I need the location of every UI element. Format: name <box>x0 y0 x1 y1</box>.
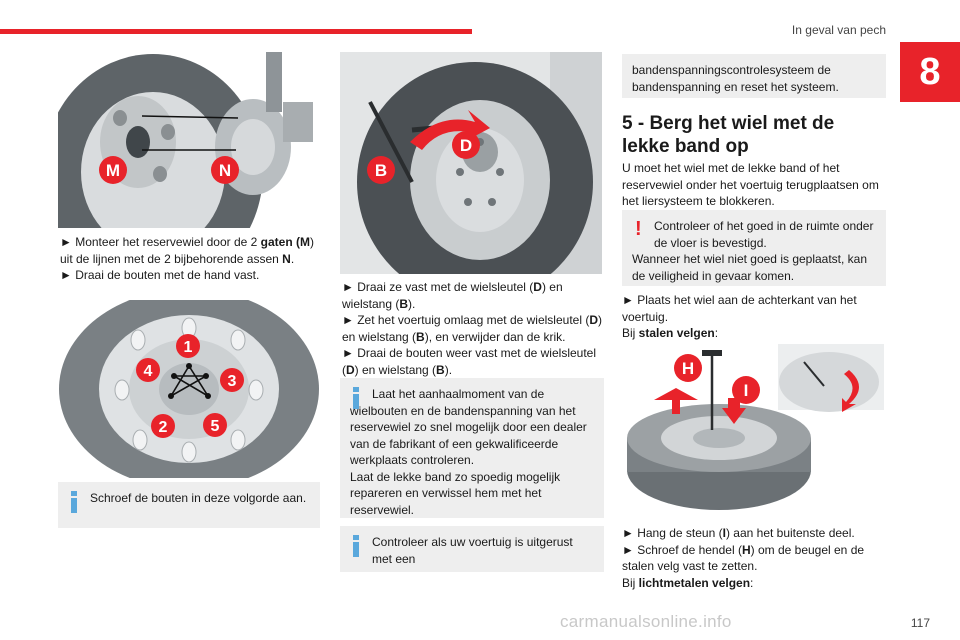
label-b: B <box>375 161 387 180</box>
info-note-torque-line2: Laat de lekke band zo spoedig mogelijk r… <box>350 469 561 517</box>
info-note-tpms: Controleer als uw voertuig is uitgerust … <box>340 526 604 572</box>
steps-stow: ► Hang de steun (I) aan het buitenste de… <box>622 525 886 591</box>
label-d: D <box>460 136 472 155</box>
bolt-label-1: 1 <box>184 339 193 356</box>
bolt-label-3: 3 <box>228 373 237 390</box>
section-heading: 5 - Berg het wiel met de lekke band op <box>622 113 835 157</box>
label-i: I <box>744 381 749 400</box>
label-n: N <box>219 161 231 180</box>
warning-line2: Wanneer het wiel niet goed is geplaatst,… <box>632 252 868 283</box>
step-place: ► Plaats het wiel aan de achterkant van … <box>622 292 886 342</box>
step-stow-1: ► Hang de steun (I) aan het buitenste de… <box>622 526 855 540</box>
label-h: H <box>682 359 694 378</box>
figure-mount-spare-wheel: M N <box>58 52 320 228</box>
info-note-tpms-continued-text: bandenspanningscontrolesysteem de banden… <box>632 63 839 94</box>
header-accent-bar <box>0 29 472 34</box>
step-tighten-1: ► Draai ze vast met de wielsleutel (D) e… <box>342 280 563 311</box>
steps-tighten: ► Draai ze vast met de wielsleutel (D) e… <box>342 279 604 378</box>
step-place-text: ► Plaats het wiel aan de achterkant van … <box>622 293 857 324</box>
figure-stow-wheel: H I <box>624 342 886 514</box>
step-tighten-3: ► Draai de bouten weer vast met de wiels… <box>342 346 597 377</box>
alloy-wheels-label: Bij lichtmetalen velgen: <box>622 575 754 590</box>
info-icon <box>350 387 362 409</box>
step-mount-2: ► Draai de bouten met de hand vast. <box>60 268 260 282</box>
info-icon <box>68 491 80 513</box>
bolt-label-2: 2 <box>159 419 168 436</box>
step-stow-2: ► Schroef de hendel (H) om de beugel en … <box>622 542 865 574</box>
step-mount-1-mid: ) uit de lijnen met de 2 bijbehorende as… <box>60 235 314 266</box>
info-icon <box>350 535 362 557</box>
watermark: carmanualsonline.info <box>560 612 732 631</box>
warning-line1: Controleer of het goed in de ruimte onde… <box>654 219 874 250</box>
step-mount-1-bold: gaten (M <box>260 235 310 249</box>
info-note-tpms-text: Controleer als uw voertuig is uitgerust … <box>372 535 573 566</box>
section-title: In geval van pech <box>791 23 886 37</box>
figure-tighten-bolts: B D <box>340 52 602 274</box>
label-m: M <box>106 161 120 180</box>
bolt-label-4: 4 <box>144 363 153 380</box>
warning-note: ! Controleer of het goed in de ruimte on… <box>622 210 886 286</box>
intro-text: U moet het wiel met de lekke band of het… <box>622 161 879 208</box>
step-tighten-2: ► Zet het voertuig omlaag met de wielsle… <box>342 313 602 344</box>
bolt-label-5: 5 <box>211 418 220 435</box>
step-mount-1-end: . <box>290 251 295 266</box>
figure-bolt-sequence: 1 2 3 4 5 <box>58 300 320 478</box>
info-note-bolt-order: Schroef de bouten in deze volgorde aan. <box>58 482 320 528</box>
steps-mount: ► Monteer het reservewiel door de 2 gate… <box>60 234 322 284</box>
page-number: 117 <box>910 616 930 630</box>
chapter-number-badge: 8 <box>900 42 960 102</box>
steel-wheels-label: Bij stalen velgen: <box>622 326 719 340</box>
info-note-torque: Laat het aanhaalmoment van de wielbouten… <box>340 378 604 518</box>
info-note-bolt-order-text: Schroef de bouten in deze volgorde aan. <box>90 491 307 505</box>
step-mount-1-bold2: N <box>282 251 291 266</box>
step-mount-1-start: ► Monteer het reservewiel door de 2 <box>60 235 258 249</box>
warning-icon: ! <box>635 218 642 240</box>
info-note-torque-line1: Laat het aanhaalmoment van de wielbouten… <box>350 387 587 467</box>
info-note-tpms-continued: bandenspanningscontrolesysteem de banden… <box>622 54 886 98</box>
